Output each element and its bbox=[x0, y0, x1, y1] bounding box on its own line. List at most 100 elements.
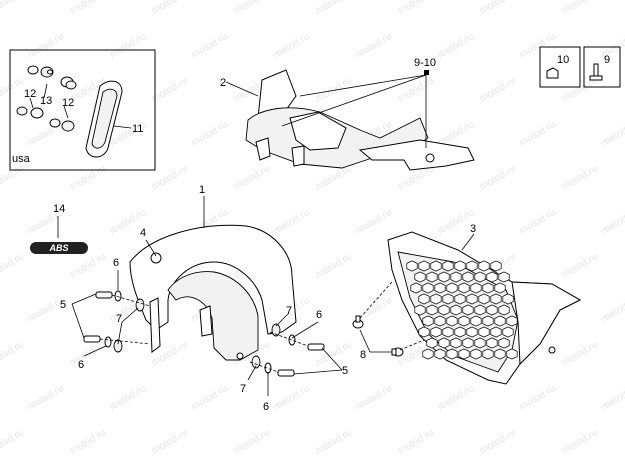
callout-7-upper-right: 7 bbox=[286, 305, 292, 317]
watermark-text: motod.ru bbox=[0, 339, 26, 368]
watermark-text: motod.ru bbox=[0, 163, 26, 192]
grille-cell bbox=[426, 271, 438, 283]
grille-cell bbox=[466, 293, 478, 305]
grille-cell bbox=[458, 282, 470, 294]
grille-cell bbox=[462, 337, 474, 349]
grille-cell bbox=[490, 293, 502, 305]
grille-cell bbox=[470, 348, 482, 360]
callout-11: 11 bbox=[132, 123, 143, 135]
watermark-text: motod.ru bbox=[314, 163, 354, 192]
grille-cell bbox=[422, 315, 434, 327]
grille-cell bbox=[502, 326, 514, 338]
nut-group bbox=[16, 65, 77, 132]
bolt-9-frame bbox=[583, 46, 621, 88]
grille-cell bbox=[438, 337, 450, 349]
grille-cell bbox=[450, 304, 462, 316]
grille-cell bbox=[474, 337, 486, 349]
grille-cell bbox=[422, 282, 434, 294]
grille-cell bbox=[494, 315, 506, 327]
watermark-text: motod.ru bbox=[190, 31, 230, 60]
callout-5-left: 5 bbox=[60, 299, 66, 311]
watermark-text: motod.ru bbox=[232, 163, 272, 192]
grille-cell bbox=[434, 348, 446, 360]
watermark-text: motod.ru bbox=[436, 383, 476, 412]
grille-cell bbox=[414, 271, 426, 283]
callout-3: 3 bbox=[470, 223, 476, 235]
grille-cell bbox=[426, 337, 438, 349]
watermark-text: motod.ru bbox=[0, 75, 26, 104]
callout-7-lower-right: 7 bbox=[240, 383, 246, 395]
grille-cell bbox=[470, 282, 482, 294]
watermark-text: motod.ru bbox=[478, 163, 518, 192]
watermark-text: motod.ru bbox=[600, 295, 625, 324]
watermark-text: motod.ru bbox=[560, 251, 600, 280]
grille-cell bbox=[446, 348, 458, 360]
watermark-text: motod.ru bbox=[600, 119, 625, 148]
watermark-text: motod.ru bbox=[26, 31, 66, 60]
grille-fasteners bbox=[352, 281, 425, 357]
grille-cell bbox=[442, 260, 454, 272]
watermark-text: motod.ru bbox=[68, 163, 108, 192]
watermark-text: motod.ru bbox=[436, 31, 476, 60]
callout-10: 10 bbox=[557, 54, 569, 66]
watermark-text: motod.ru bbox=[354, 207, 394, 236]
watermark-text: motod.ru bbox=[190, 119, 230, 148]
grille-cell bbox=[418, 260, 430, 272]
watermark-text: motod.ru bbox=[560, 0, 600, 17]
usa-label: usa bbox=[12, 153, 31, 165]
callout-5-right: 5 bbox=[342, 365, 348, 377]
grille-cell bbox=[458, 348, 470, 360]
watermark-text: motod.ru bbox=[108, 383, 148, 412]
watermark-text: motod.ru bbox=[518, 31, 558, 60]
grille-cell bbox=[486, 271, 498, 283]
grille-cell bbox=[458, 315, 470, 327]
screw-10-box: 10 bbox=[539, 46, 581, 88]
usa-inset-frame bbox=[9, 49, 156, 171]
watermark-text: motod.ru bbox=[314, 251, 354, 280]
watermark-text: motod.ru bbox=[150, 0, 190, 17]
grille-cell bbox=[486, 337, 498, 349]
callout-14: 14 bbox=[53, 203, 65, 215]
grille-cell bbox=[462, 271, 474, 283]
watermark-text: motod.ru bbox=[232, 0, 272, 17]
watermark-text: motod.ru bbox=[68, 427, 108, 456]
watermark-text: motod.ru bbox=[560, 163, 600, 192]
callout-12-left: 12 bbox=[24, 88, 36, 100]
watermark-text: motod.ru bbox=[396, 427, 436, 456]
watermark-text: motod.ru bbox=[26, 383, 66, 412]
watermark-text: motod.ru bbox=[396, 0, 436, 17]
grille-cell bbox=[442, 293, 454, 305]
watermark-text: motod.ru bbox=[314, 427, 354, 456]
bolt-9-box: 9 bbox=[583, 46, 621, 88]
grille-cell bbox=[474, 271, 486, 283]
grille-cell bbox=[498, 271, 510, 283]
grille-cell bbox=[442, 326, 454, 338]
grille-cell bbox=[410, 282, 422, 294]
callout-13: 13 bbox=[40, 95, 52, 107]
grille-cell bbox=[418, 293, 430, 305]
callout-6-lower-left: 6 bbox=[78, 359, 84, 371]
screw-10-icon bbox=[546, 67, 559, 79]
mudguard-callout-4-dot bbox=[150, 252, 162, 264]
watermark-text: motod.ru bbox=[0, 251, 26, 280]
grille-cell bbox=[434, 315, 446, 327]
watermark-text: motod.ru bbox=[518, 207, 558, 236]
grille-cell bbox=[430, 260, 442, 272]
grille-cell bbox=[506, 348, 518, 360]
grille-cell bbox=[446, 315, 458, 327]
watermark-text: motod.ru bbox=[354, 383, 394, 412]
grille-cell bbox=[450, 271, 462, 283]
watermark-text: motod.ru bbox=[232, 427, 272, 456]
abs-logo-badge bbox=[30, 242, 88, 254]
grille-cell bbox=[414, 304, 426, 316]
watermark-text: motod.ru bbox=[478, 75, 518, 104]
watermark-text: motod.ru bbox=[0, 427, 26, 456]
watermark-text: motod.ru bbox=[478, 427, 518, 456]
grille-cell bbox=[478, 326, 490, 338]
callout-4: 4 bbox=[140, 227, 146, 239]
abs-logo-text: ABS bbox=[48, 243, 68, 253]
usa-inset: usa 12 13 12 11 bbox=[9, 49, 156, 171]
watermark-text: motod.ru bbox=[68, 251, 108, 280]
watermark-text: motod.ru bbox=[108, 31, 148, 60]
grille-cell bbox=[406, 260, 418, 272]
